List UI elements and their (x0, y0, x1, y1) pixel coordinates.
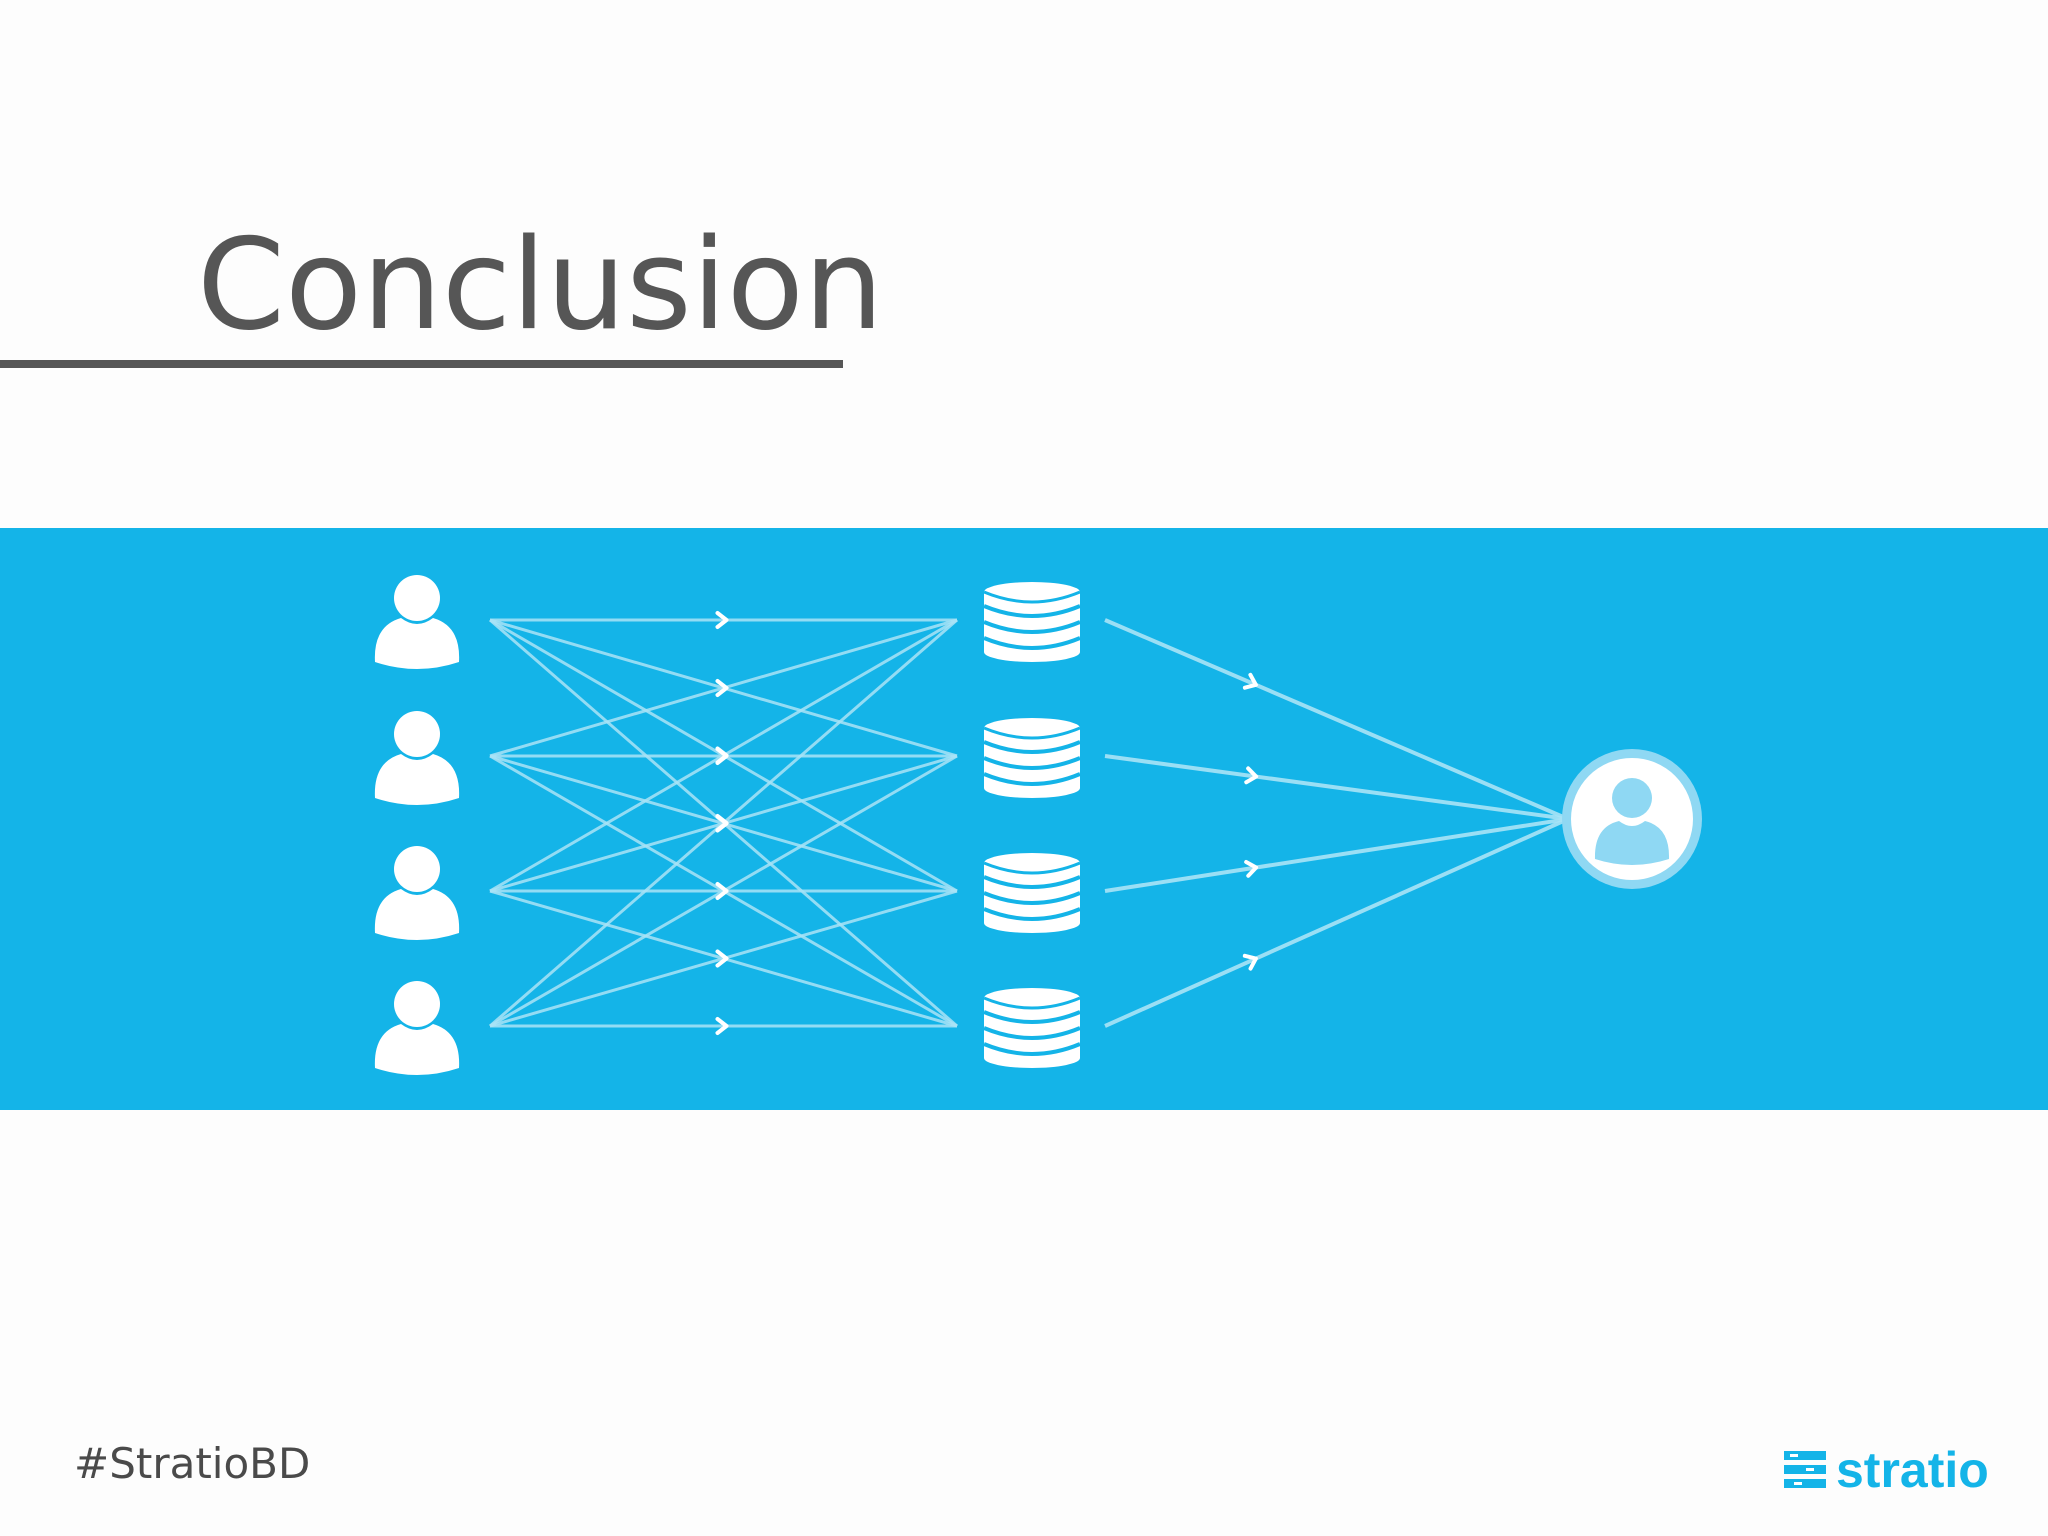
user-icon-4 (374, 981, 460, 1075)
mid-arrow-3 (715, 747, 729, 765)
user-icon-1 (374, 575, 460, 669)
database-icon-2 (983, 718, 1081, 798)
mid-arrow-5 (715, 814, 729, 833)
db-target-line-2 (1104, 817, 1569, 893)
mid-arrow-7 (715, 949, 729, 968)
db-target-arrow-0 (1242, 672, 1258, 690)
slide-title: Conclusion (197, 211, 884, 358)
stratio-logo-text: stratio (1836, 1442, 1989, 1498)
mid-arrow-0 (715, 611, 729, 629)
db-target-arrow-2 (1244, 859, 1259, 878)
db-target-arrow-3 (1242, 953, 1258, 971)
mid-arrow-1 (715, 679, 729, 697)
mid-arrow-8 (715, 1017, 729, 1035)
db-target-line-0 (1104, 618, 1569, 821)
users-to-databases-to-user-diagram (374, 575, 1702, 1075)
user-icon-3 (374, 846, 460, 940)
hashtag-label: #StratioBD (74, 1439, 311, 1488)
stratio-logo: stratio (1784, 1440, 1989, 1500)
db-target-line-3 (1104, 817, 1569, 1028)
db-target-arrow-1 (1244, 766, 1259, 785)
title-underline (0, 360, 843, 368)
stratio-logo-icon (1784, 1451, 1826, 1488)
database-icon-1 (983, 582, 1081, 662)
mid-arrow-6 (715, 882, 729, 900)
target-user-icon (1562, 749, 1702, 889)
database-icon-4 (983, 988, 1081, 1068)
user-icon-2 (374, 711, 460, 805)
db-target-line-1 (1104, 754, 1569, 821)
database-icon-3 (983, 853, 1081, 933)
connection-lines (489, 611, 1569, 1035)
diagram-band (0, 528, 2048, 1110)
